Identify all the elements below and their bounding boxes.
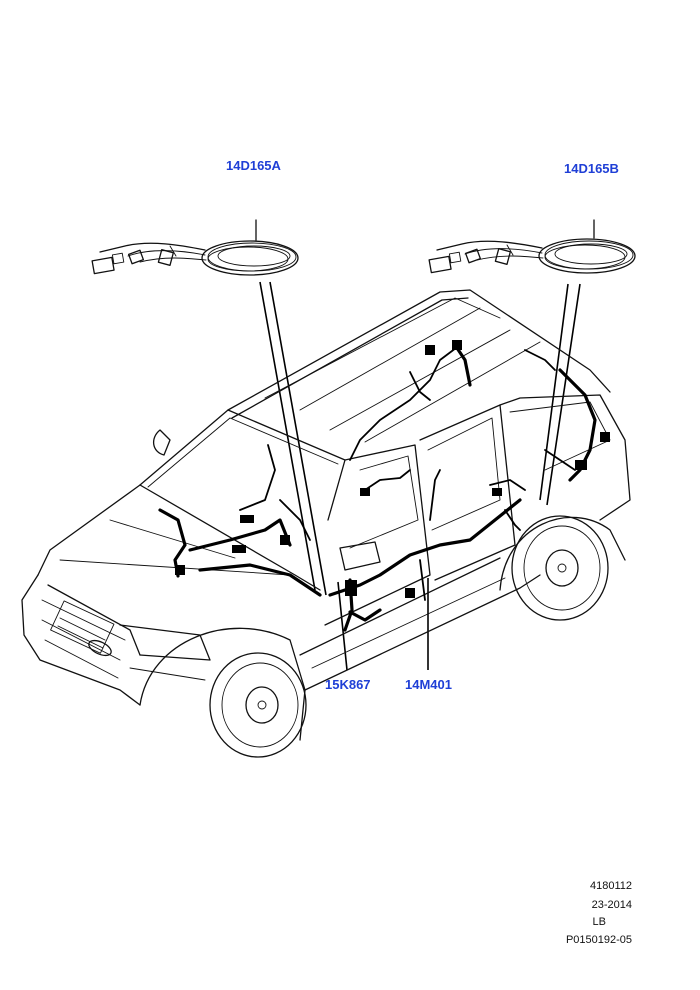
illustration-id: P0150192-05 [565,934,632,946]
harness-coil-a [91,219,299,276]
callout-14d165a: 14D165A [226,158,281,173]
leader-lines [259,281,581,671]
callout-14d165b: 14D165B [564,161,619,176]
callout-15k867: 15K867 [325,677,371,692]
vehicle-body [21,289,631,758]
harness-coil-b [428,219,636,274]
reference-code: LB [592,916,606,928]
reference-date: 23-2014 [591,899,632,911]
callout-14m401: 14M401 [405,677,452,692]
reference-number: 4180112 [589,880,632,892]
vehicle-wiring [158,340,610,632]
